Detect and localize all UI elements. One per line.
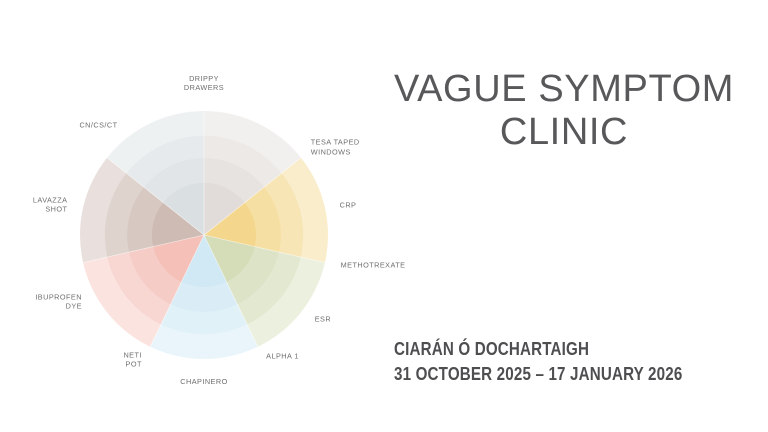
pie-spoke-line bbox=[83, 234, 205, 263]
pie-spoke-line bbox=[203, 157, 302, 236]
pie-slice-ring bbox=[204, 187, 281, 253]
byline-block: CIARÁN Ó DOCHARTAIGH 31 OCTOBER 2025 – 1… bbox=[394, 336, 742, 386]
pie-slice-ring bbox=[107, 235, 204, 325]
pie-slice-ring bbox=[150, 235, 258, 359]
pie-slice-ring bbox=[153, 235, 204, 282]
pie-slice-ring bbox=[204, 202, 257, 247]
pie-slice-ring bbox=[143, 158, 204, 235]
pie-slice-ring bbox=[104, 173, 204, 258]
title-block: VAGUE SYMPTOM CLINIC bbox=[388, 68, 740, 154]
author-name: CIARÁN Ó DOCHARTAIGH bbox=[394, 338, 590, 359]
pie-spoke-line bbox=[149, 234, 205, 347]
pie-slice-ring bbox=[181, 235, 227, 288]
pie-slice-ring bbox=[204, 135, 282, 235]
title-line-1: VAGUE SYMPTOM bbox=[393, 68, 734, 110]
pie-slice-ring bbox=[204, 111, 301, 235]
pie-slice-ring bbox=[204, 182, 245, 235]
pie-slice-ring bbox=[204, 235, 325, 347]
pie-slice-ring bbox=[127, 187, 204, 253]
pie-slice-ring bbox=[204, 157, 329, 263]
pie-slice-ring bbox=[160, 235, 248, 335]
title-line-2: CLINIC bbox=[499, 111, 629, 153]
pie-slice-ring bbox=[126, 135, 204, 235]
pie-slice-ring bbox=[83, 235, 204, 347]
pie-slice-ring bbox=[129, 235, 204, 305]
pie-slice-ring bbox=[204, 158, 265, 235]
date-range: 31 OCTOBER 2025 – 17 JANUARY 2026 bbox=[394, 363, 683, 384]
pie-spokes bbox=[83, 111, 325, 347]
pie-slices bbox=[79, 111, 329, 359]
page-title: VAGUE SYMPTOM CLINIC bbox=[388, 68, 740, 154]
pie-slice-ring bbox=[163, 182, 204, 235]
pie-slice-ring bbox=[170, 235, 238, 312]
pie-slice-ring bbox=[151, 202, 204, 247]
pie-slice-ring bbox=[204, 235, 301, 325]
pie-slice-ring bbox=[107, 111, 204, 235]
pie-slice-ring bbox=[79, 157, 204, 263]
pie-slice-ring bbox=[204, 235, 279, 305]
pie-spoke-line bbox=[106, 157, 205, 236]
pie-slice-ring bbox=[204, 235, 255, 282]
pie-spoke-line bbox=[203, 234, 259, 347]
pie-chart-svg bbox=[79, 111, 329, 359]
pie-slice-ring bbox=[204, 173, 304, 258]
pie-spoke-line bbox=[203, 234, 325, 263]
